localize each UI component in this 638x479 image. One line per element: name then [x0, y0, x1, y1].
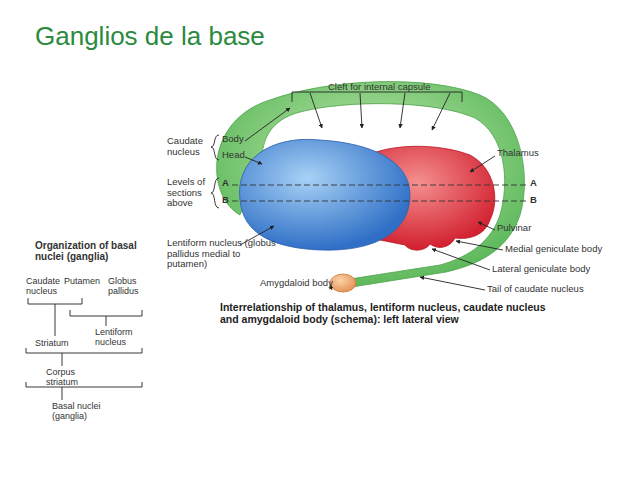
section-letter: A — [530, 178, 544, 189]
chart-label: Corpus striatum — [46, 367, 90, 387]
section-letter: B — [530, 195, 544, 206]
chart-label: Striatum — [35, 338, 95, 348]
amygdaloid-body-shape — [330, 274, 356, 292]
organization-brackets — [26, 298, 142, 400]
part-label: Tail of caudate nucleus — [487, 284, 627, 295]
chart-label: Basal nuclei (ganglia) — [52, 401, 110, 421]
brace — [211, 135, 219, 160]
part-label: Lentiform nucleus (globus pallidus media… — [167, 238, 279, 270]
figure-caption: Interrelationship of thalamus, lentiform… — [220, 302, 565, 326]
part-label: Lateral geniculate body — [492, 264, 632, 275]
chart-label: Lentiform nucleus — [95, 327, 143, 347]
part-label: Amygdaloid body — [260, 278, 340, 289]
note-label: Levels of sections above — [167, 177, 213, 209]
part-label: Body — [222, 134, 262, 145]
section-level-line — [232, 185, 527, 186]
section-letter: A — [222, 178, 236, 189]
part-label: Cleft for internal capsule — [328, 82, 478, 93]
chart-label: Globus pallidus — [108, 276, 148, 296]
part-label: Pulvinar — [497, 223, 567, 234]
chart-heading: Organization of basal nuclei (ganglia) — [35, 240, 160, 262]
part-label: Medial geniculate body — [505, 244, 635, 255]
part-label: Head — [222, 150, 262, 161]
brace — [211, 178, 219, 208]
section-level-line — [232, 201, 527, 202]
chart-label: Caudate nucleus — [26, 276, 68, 296]
slide-title: Ganglios de la base — [35, 22, 355, 51]
part-label: Caudate nucleus — [167, 136, 211, 157]
lentiform-nucleus-shape — [240, 139, 410, 250]
chart-label: Putamen — [64, 276, 108, 286]
cleft-bracket — [292, 92, 462, 102]
caudate-nucleus-shape — [217, 82, 525, 287]
part-label: Thalamus — [497, 148, 567, 159]
leader-lines — [240, 108, 503, 290]
cleft-arrows — [310, 93, 450, 130]
section-letter: B — [222, 195, 236, 206]
